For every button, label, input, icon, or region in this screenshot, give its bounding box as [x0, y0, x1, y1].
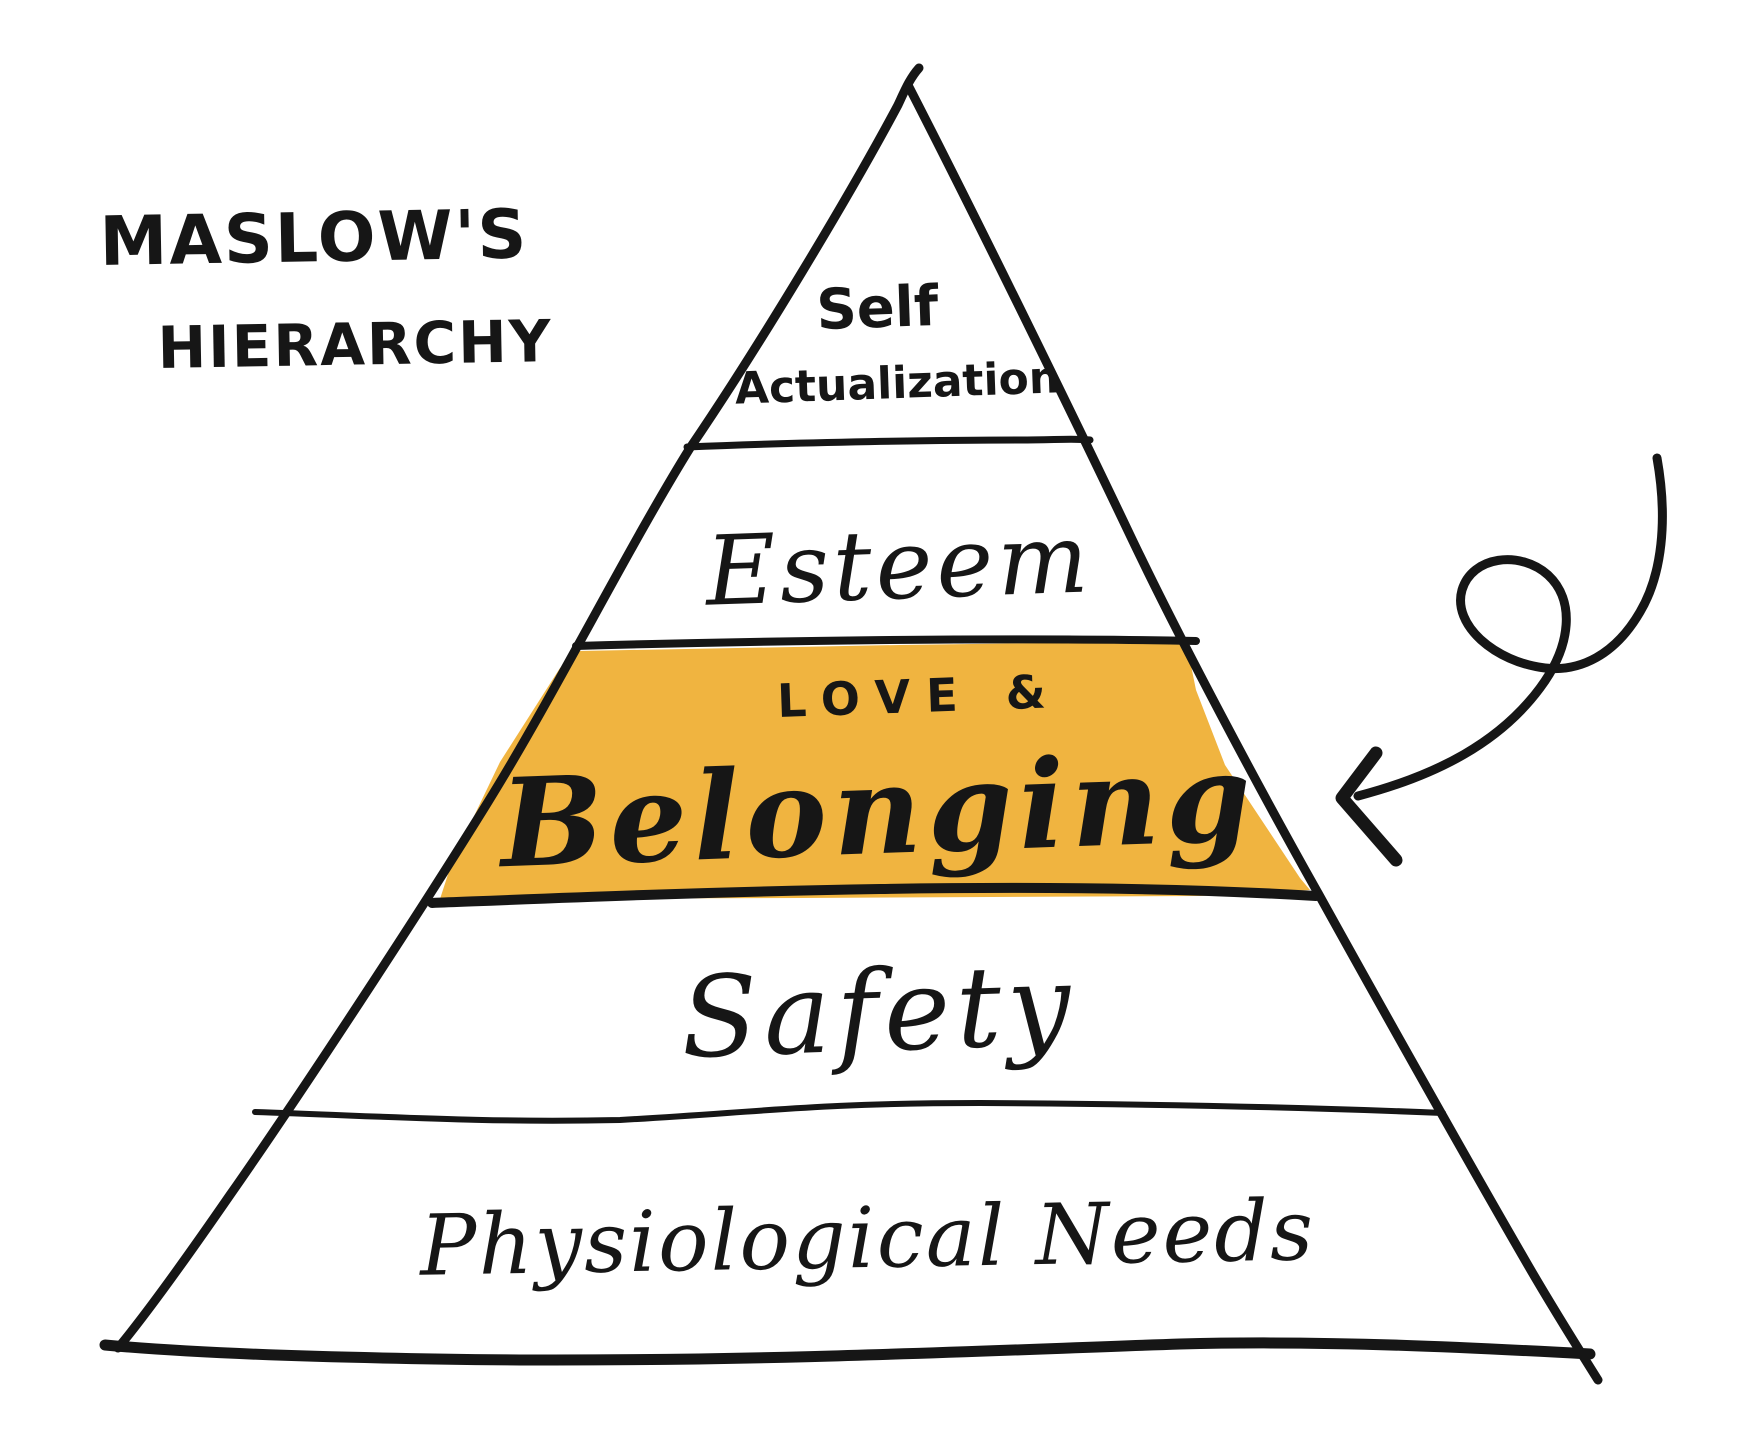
level-label-actualization: Actualization: [734, 352, 1061, 414]
ink-strokes: [99, 63, 1667, 1385]
level-label-love-and: LOVE &: [776, 664, 1062, 728]
annotation-arrowhead-icon: [1335, 746, 1403, 867]
annotation-arrow-curve: [1353, 453, 1667, 801]
divider-belonging-safety: [427, 882, 1321, 908]
diagram-title-line2: HIERARCHY: [157, 307, 553, 382]
level-label-physiological-needs: Physiological Needs: [417, 1181, 1316, 1295]
level-label-self: Self: [815, 274, 940, 343]
pyramid-left-edge: [113, 63, 924, 1353]
pyramid-right-edge: [903, 80, 1603, 1385]
love-belonging-highlight-band: [440, 641, 1310, 899]
pyramid-base-line: [99, 1337, 1596, 1366]
divider-esteem-belonging: [572, 635, 1200, 650]
level-label-esteem: Esteem: [702, 502, 1094, 627]
divider-safety-physiological: [252, 1100, 1446, 1124]
labels: MASLOW'S HIERARCHY Self Actualization Es…: [99, 196, 1316, 1295]
level-label-belonging: Belonging: [495, 725, 1259, 895]
level-label-safety: Safety: [679, 940, 1079, 1084]
divider-selfactualization-esteem: [683, 435, 1094, 451]
diagram-title-line1: MASLOW'S: [99, 196, 529, 282]
